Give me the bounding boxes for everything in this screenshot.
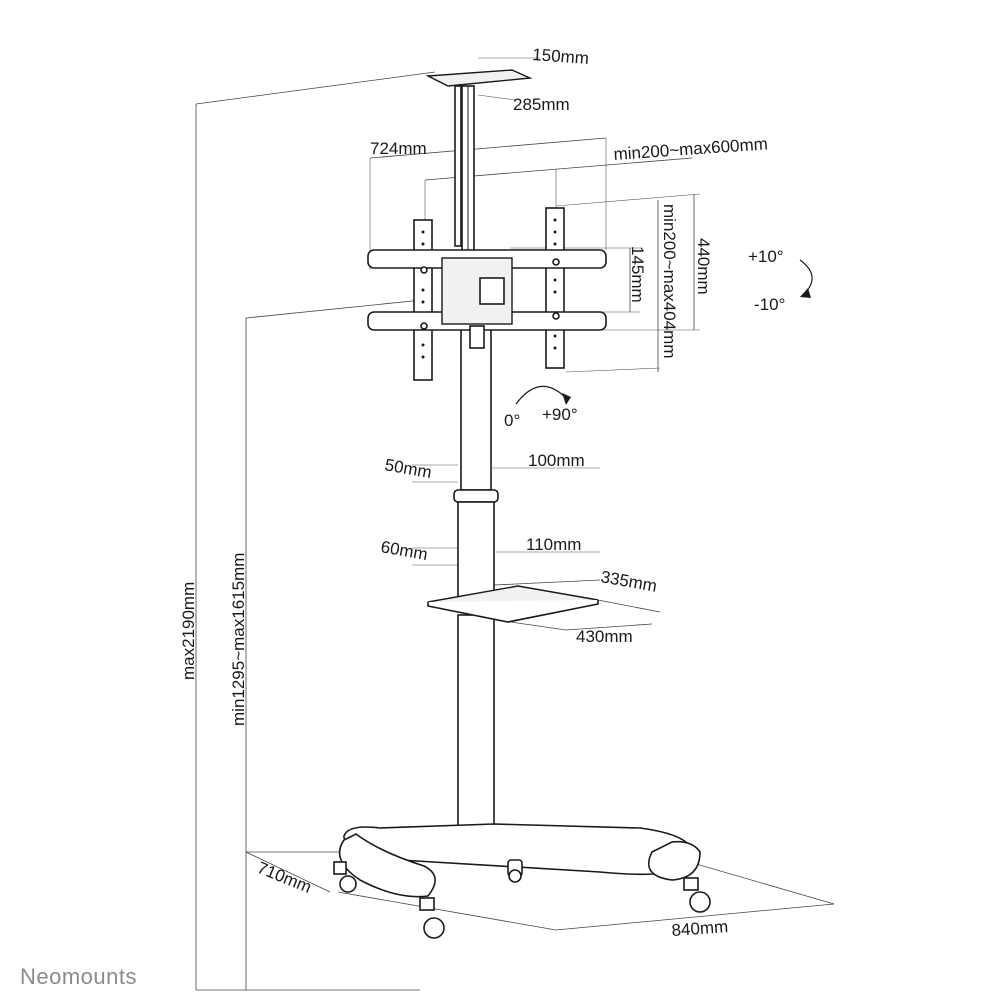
label-arm-width: 724mm <box>370 139 427 158</box>
tilt-arrow-icon <box>799 259 813 295</box>
label-lower-column-width: 110mm <box>526 535 581 554</box>
label-shelf-width: 430mm <box>576 627 633 646</box>
dimension-lines <box>195 57 835 991</box>
label-rotate-end: +90° <box>542 405 578 424</box>
label-mount-height: min1295~max1615mm <box>229 553 248 726</box>
casters <box>333 861 711 939</box>
rotate-arrow-icon <box>515 385 567 405</box>
label-shelf-depth: 335mm <box>599 567 658 596</box>
label-base-depth: 710mm <box>255 858 315 897</box>
brand-logo-text: Neomounts <box>20 964 137 989</box>
tilt-arrowhead-icon <box>800 288 811 298</box>
caster-right <box>683 877 711 913</box>
label-top-plate-depth: 285mm <box>513 95 570 114</box>
base <box>338 823 701 898</box>
label-bracket-height: 440mm <box>694 238 713 295</box>
caster-back <box>508 869 522 883</box>
column <box>453 299 499 841</box>
caster-front-left <box>333 861 357 893</box>
shelf <box>427 585 599 623</box>
caster-front-center <box>419 897 445 939</box>
label-upper-column-depth: 50mm <box>383 455 433 482</box>
label-rotate-start: 0° <box>504 411 520 430</box>
label-vesa-horizontal: min200~max600mm <box>613 134 768 164</box>
rotate-arrowhead-icon <box>562 393 571 405</box>
label-top-plate-width: 150mm <box>532 45 590 68</box>
label-total-height: max2190mm <box>179 582 198 680</box>
label-base-width: 840mm <box>671 917 729 940</box>
label-tilt-up: +10° <box>748 247 784 266</box>
label-plate-height: 145mm <box>628 246 647 303</box>
label-vesa-vertical: min200~max404mm <box>660 204 679 359</box>
label-lower-column-depth: 60mm <box>379 537 429 564</box>
label-upper-column-width: 100mm <box>528 451 585 470</box>
label-tilt-down: -10° <box>754 295 785 314</box>
vesa-bracket <box>367 207 607 381</box>
